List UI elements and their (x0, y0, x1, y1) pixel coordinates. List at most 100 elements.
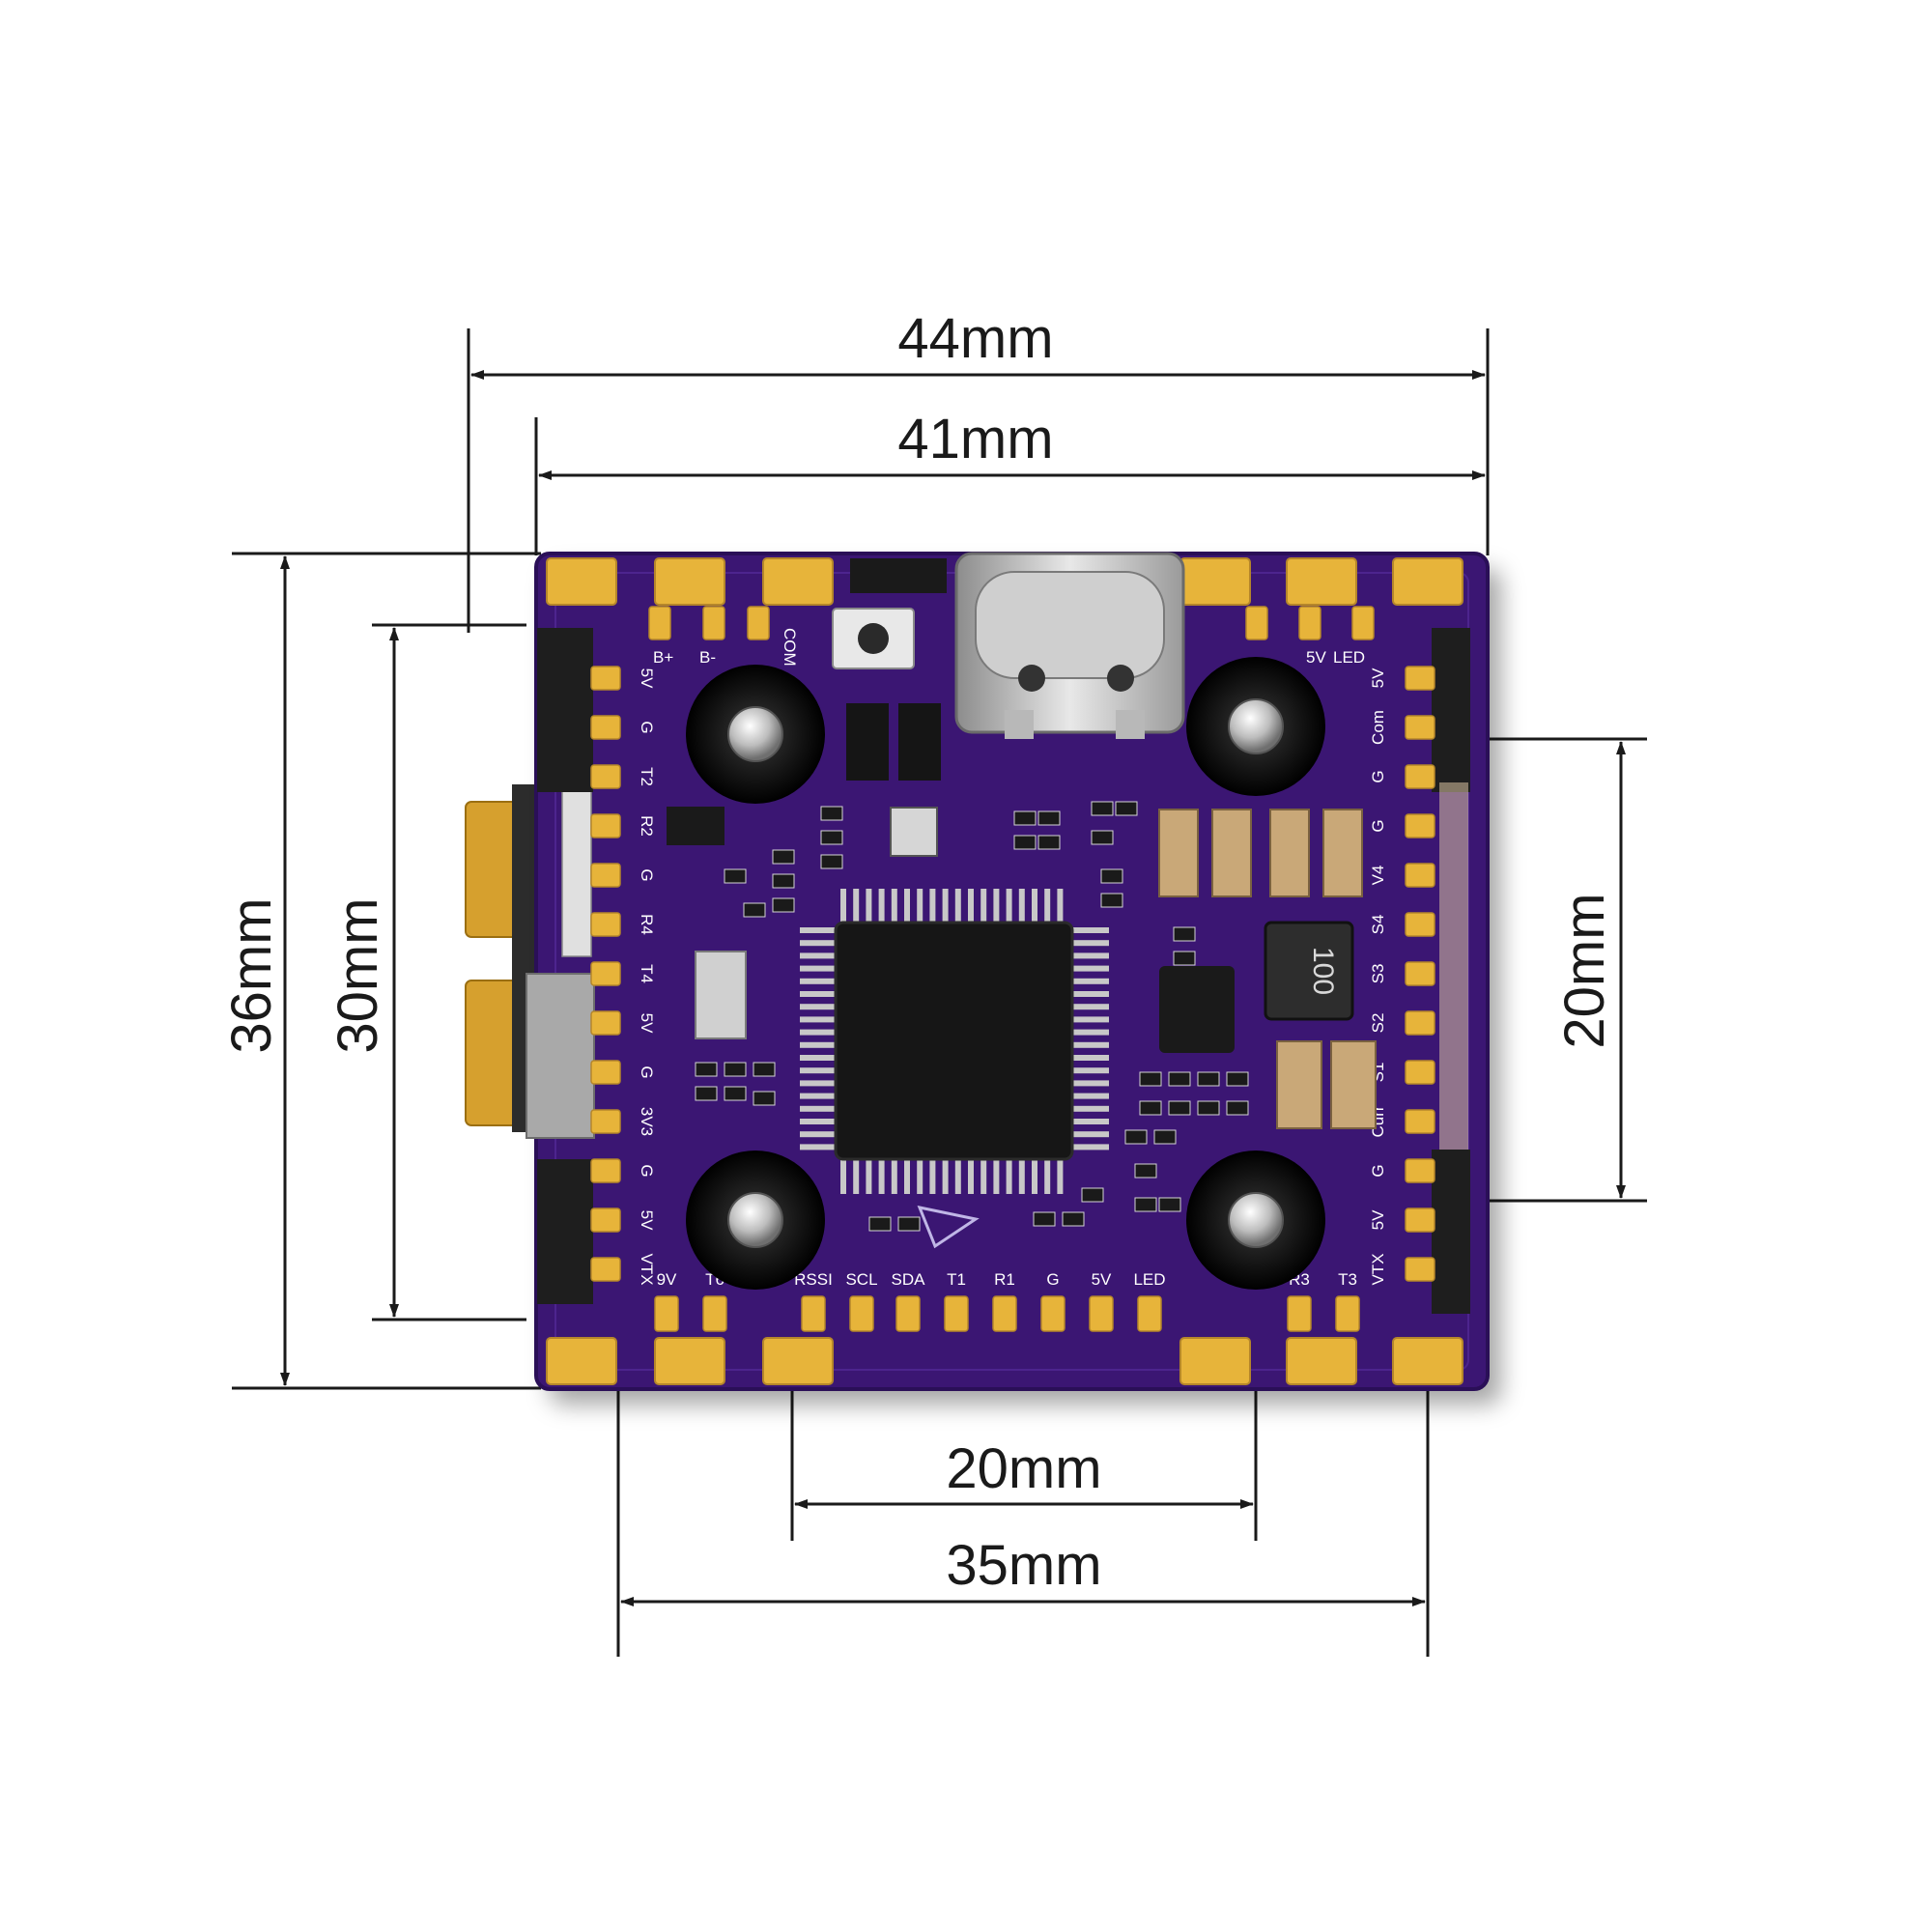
mount-hole-icon (1186, 1151, 1325, 1290)
pad (590, 961, 621, 986)
pad (1405, 1257, 1435, 1282)
right-signal-pads (1405, 666, 1435, 1282)
mount-hole-icon (1186, 657, 1325, 796)
pad (590, 666, 621, 691)
silk-left-label: T2 (638, 767, 656, 786)
pad (1335, 1295, 1360, 1332)
silk-left-label: VTX (638, 1253, 656, 1285)
silk-left-label: G (638, 1065, 656, 1078)
pad (992, 1295, 1017, 1332)
pad (590, 1257, 621, 1282)
pad (1040, 1295, 1065, 1332)
silk-right-label: S2 (1369, 1013, 1387, 1034)
pad (1405, 666, 1435, 691)
pad (1405, 813, 1435, 838)
pad (590, 1010, 621, 1036)
dim-right-spacing: 20mm (1553, 893, 1616, 1048)
silk-left-label: 5V (638, 1210, 656, 1231)
crystal (695, 951, 747, 1039)
pad (801, 1295, 826, 1332)
silk-bottom-label: SCL (845, 1270, 877, 1289)
silk-bottom-label: G (1046, 1270, 1059, 1289)
top-silkscreen-labels: B+ B- COM 5V LED (653, 628, 1365, 667)
silk-bottom-label: LED (1133, 1270, 1165, 1289)
pad (590, 813, 621, 838)
silk-bottom-label: RSSI (794, 1270, 833, 1289)
silk-left-label: 3V3 (638, 1107, 656, 1136)
silk-top-label: LED (1333, 648, 1365, 667)
usb-c-port[interactable] (954, 552, 1185, 739)
silk-right-label: G (1369, 1164, 1387, 1177)
silk-bottom-label: 9V (657, 1270, 677, 1289)
pad (1405, 1010, 1435, 1036)
mounting-grommets (686, 657, 1325, 1290)
dim-outer-height: 36mm (220, 897, 283, 1053)
pad (944, 1295, 969, 1332)
pad (849, 1295, 874, 1332)
silk-right-label: G (1369, 819, 1387, 832)
pad (1287, 1295, 1312, 1332)
regulator-chip (1159, 966, 1235, 1053)
power-pads (546, 557, 1463, 1385)
dimension-lines (232, 328, 1647, 1657)
mount-hole-icon (686, 665, 825, 804)
pad (1089, 1295, 1114, 1332)
pad (1405, 912, 1435, 937)
silk-left-label: G (638, 868, 656, 881)
silk-bottom-label: T1 (947, 1270, 966, 1289)
silk-right-label: S3 (1369, 964, 1387, 984)
pad (1405, 1158, 1435, 1183)
inductor-marking: 100 (1307, 947, 1339, 995)
pad (654, 1295, 679, 1332)
silk-bottom-label: SDA (892, 1270, 926, 1289)
brand-logo-icon (917, 1205, 980, 1249)
silk-top-label: COM (781, 628, 799, 667)
silk-left-label: T4 (638, 964, 656, 983)
silk-left-label: G (638, 1164, 656, 1177)
pad (590, 1109, 621, 1134)
dim-bottom-spacing: 20mm (946, 1437, 1101, 1500)
smd-components (695, 801, 1249, 1232)
silk-bottom-label: 5V (1092, 1270, 1112, 1289)
dim-outer-width: 44mm (897, 307, 1053, 370)
silk-right-label: Com (1369, 710, 1387, 745)
pad (590, 912, 621, 937)
dim-mount-width: 41mm (897, 408, 1053, 470)
pad (590, 1158, 621, 1183)
pad (590, 1060, 621, 1085)
dimension-labels: 44mm 41mm 36mm 30mm 20mm 20mm 35mm (220, 307, 1616, 1597)
left-signal-pads (590, 666, 621, 1282)
boot-button[interactable] (832, 608, 915, 669)
pad (590, 863, 621, 888)
silk-right-label: S4 (1369, 915, 1387, 935)
silk-top-label: B+ (653, 648, 673, 667)
silk-top-label: 5V (1306, 648, 1326, 667)
pad (590, 1208, 621, 1233)
silk-right-label: G (1369, 770, 1387, 782)
silk-left-label: R2 (638, 815, 656, 837)
capacitors (1158, 809, 1377, 1129)
pad (1137, 1295, 1162, 1332)
silk-top-label: B- (699, 648, 716, 667)
pad (1405, 863, 1435, 888)
inductor: 100 (1264, 921, 1354, 1021)
pad (1405, 1208, 1435, 1233)
pad (1405, 961, 1435, 986)
silk-bottom-label: R1 (994, 1270, 1015, 1289)
pad (590, 764, 621, 789)
silk-left-label: 5V (638, 668, 656, 689)
pad (895, 1295, 921, 1332)
pad (702, 1295, 727, 1332)
top-signal-pads (648, 606, 1375, 640)
pad (1405, 715, 1435, 740)
mount-hole-icon (686, 1151, 825, 1290)
silk-left-label: R4 (638, 914, 656, 935)
silk-right-label: 5V (1369, 1209, 1387, 1230)
silk-bottom-label: T3 (1338, 1270, 1357, 1289)
pad (1405, 1060, 1435, 1085)
